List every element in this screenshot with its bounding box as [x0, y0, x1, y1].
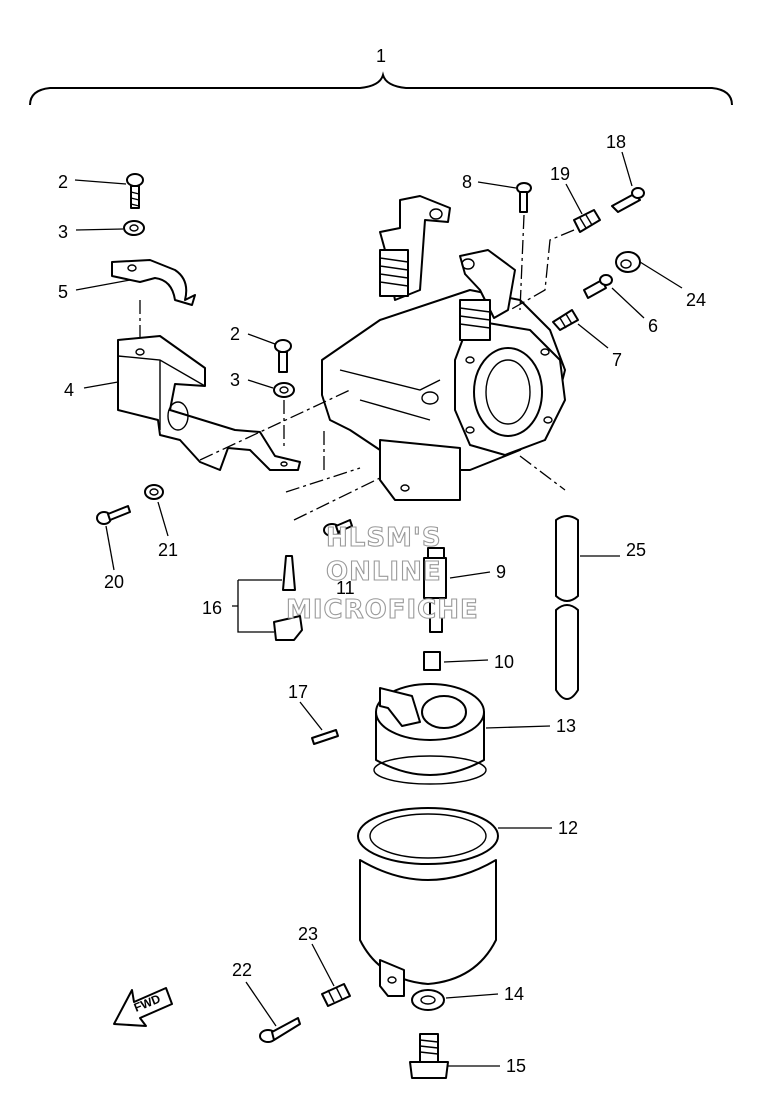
screw-part-20 — [96, 505, 131, 525]
part-label-13: 13 — [556, 716, 576, 736]
part-label-10: 10 — [494, 652, 514, 672]
part-label-17: 17 — [288, 682, 308, 702]
part-label-4: 4 — [64, 380, 74, 400]
float-bowl-part-12 — [357, 807, 499, 997]
part-label-3b: 3 — [230, 370, 240, 390]
forward-direction-arrow: FWD — [113, 987, 173, 1027]
part-label-12: 12 — [558, 818, 578, 838]
watermark-line-3: MICROFICHE — [286, 595, 479, 625]
part-label-23: 23 — [298, 924, 318, 944]
part-label-11: 11 — [336, 578, 355, 598]
part-label-22: 22 — [232, 960, 252, 980]
part-label-2a: 2 — [58, 172, 68, 192]
watermark-line-2: ONLINE — [326, 557, 442, 587]
screw-part-22 — [259, 1017, 301, 1043]
assembly-brace — [29, 71, 733, 106]
screw-part-18 — [611, 187, 645, 213]
float-part-13 — [373, 683, 487, 785]
washer-part-3-lower — [273, 382, 295, 398]
watermark: HLSM'S ONLINE MICROFICHE — [285, 522, 479, 625]
screw-part-6 — [583, 274, 613, 299]
main-nozzle-part-9 — [423, 547, 447, 633]
carburetor-body — [321, 289, 566, 501]
part-label-2b: 2 — [230, 324, 240, 344]
clamp-part-5 — [111, 259, 196, 306]
part-label-8: 8 — [462, 172, 472, 192]
part-label-5: 5 — [58, 282, 68, 302]
gasket-part-14 — [411, 989, 445, 1011]
part-label-18: 18 — [606, 132, 626, 152]
part-label-19: 19 — [550, 164, 570, 184]
part-label-20: 20 — [104, 572, 124, 592]
part-label-21: 21 — [158, 540, 178, 560]
spring-part-7 — [552, 309, 579, 331]
part-label-7: 7 — [612, 350, 622, 370]
screw-part-2-upper — [126, 173, 144, 209]
washer-part-3-upper — [123, 220, 145, 236]
part-label-16: 16 — [202, 598, 222, 618]
nut-part-21 — [144, 484, 164, 500]
main-jet-part-10 — [423, 651, 441, 671]
bolt-part-15 — [409, 1033, 449, 1079]
part-label-14: 14 — [504, 984, 524, 1004]
part-label-1: 1 — [376, 46, 386, 66]
screw-part-8 — [516, 182, 532, 213]
spring-part-23 — [321, 983, 351, 1007]
choke-lever-assembly — [379, 195, 451, 301]
part-label-9: 9 — [496, 562, 506, 582]
cap-part-24 — [615, 251, 641, 273]
spring-part-19 — [573, 209, 601, 233]
drain-tube-part-25 — [555, 515, 579, 700]
screw-part-2-lower — [274, 339, 292, 373]
watermark-line-1: HLSM'S — [326, 523, 442, 553]
throttle-lever-assembly — [459, 249, 516, 341]
screw-part-11 — [323, 519, 353, 537]
float-pin-part-17 — [311, 729, 339, 745]
part-label-24: 24 — [686, 290, 706, 310]
part-label-15: 15 — [506, 1056, 526, 1076]
part-label-6: 6 — [648, 316, 658, 336]
part-label-3a: 3 — [58, 222, 68, 242]
bracket-part-4 — [117, 335, 301, 471]
float-needle-part-16 — [273, 555, 303, 641]
part-label-25: 25 — [626, 540, 646, 560]
